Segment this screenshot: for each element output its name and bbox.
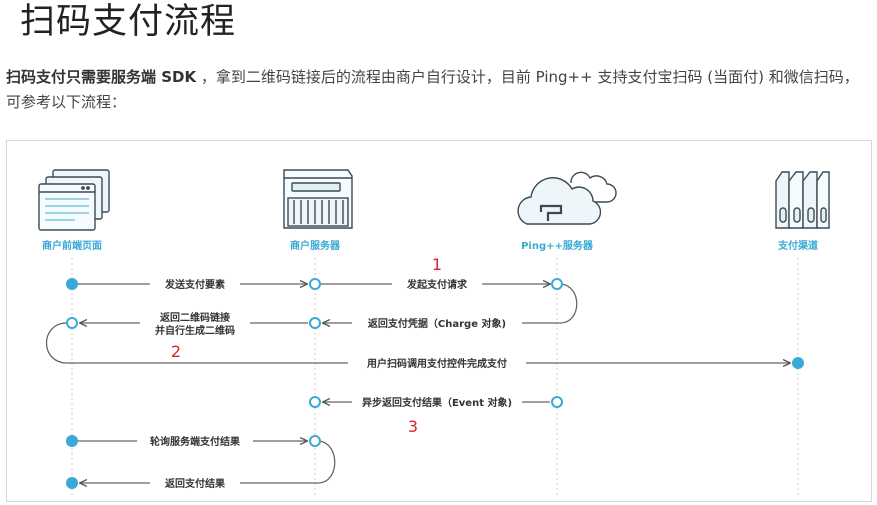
- msg-poll-result: 轮询服务端支付结果: [150, 435, 241, 448]
- node-frontend-end: [66, 477, 78, 489]
- arrow-scan-pay: [45, 322, 791, 363]
- step-number-3: 3: [408, 417, 418, 436]
- msg-return-result: 返回支付结果: [165, 477, 226, 490]
- msg-return-qrcode-line1: 返回二维码链接: [160, 311, 230, 324]
- msg-scan-pay: 用户扫码调用支付控件完成支付: [366, 357, 507, 370]
- webpages-icon: [38, 169, 110, 231]
- ping-cloud-icon: [517, 171, 617, 225]
- step-number-1: 1: [432, 255, 442, 274]
- msg-initiate-payment: 发起支付请求: [406, 278, 468, 291]
- page-title: 扫码支付流程: [20, 2, 237, 42]
- msg-send-payment-elements: 发送支付要素: [164, 278, 225, 291]
- node-channel: [792, 357, 804, 369]
- arrow-return-charge: [323, 283, 578, 323]
- node-merchant-1: [309, 278, 321, 290]
- lane-label-payment-channel: 支付渠道: [777, 239, 818, 252]
- msg-return-charge: 返回支付凭据（Charge 对象): [368, 317, 506, 330]
- payment-channel-icon: [775, 171, 830, 229]
- arrow-return-result: [80, 440, 336, 483]
- node-frontend-poll: [66, 435, 78, 447]
- lane-label-frontend: 商户前端页面: [42, 239, 102, 252]
- intro-paragraph: 扫码支付只需要服务端 SDK ，拿到二维码链接后的流程由商户自行设计，目前 Pi…: [6, 65, 868, 115]
- intro-bold: 扫码支付只需要服务端 SDK: [6, 68, 197, 86]
- lane-label-merchant-server: 商户服务器: [290, 239, 341, 252]
- lifelines: [71, 258, 799, 495]
- node-merchant-3: [309, 396, 321, 408]
- node-merchant-2: [309, 317, 321, 329]
- node-frontend-start: [66, 278, 78, 290]
- server-icon: [283, 169, 353, 229]
- intro-text: ，拿到二维码链接后的流程由商户自行设计，目前 Ping++ 支持支付宝扫码 (当…: [6, 68, 859, 111]
- msg-return-qrcode-line2: 并自行生成二维码: [155, 324, 235, 337]
- step-number-2: 2: [171, 342, 181, 361]
- node-ping-1: [551, 278, 563, 290]
- node-ping-2: [551, 396, 563, 408]
- msg-async-result: 异步返回支付结果（Event 对象): [362, 396, 512, 409]
- node-merchant-4: [309, 435, 321, 447]
- node-frontend-2: [66, 317, 78, 329]
- lane-label-ping-server: Ping++服务器: [521, 239, 594, 252]
